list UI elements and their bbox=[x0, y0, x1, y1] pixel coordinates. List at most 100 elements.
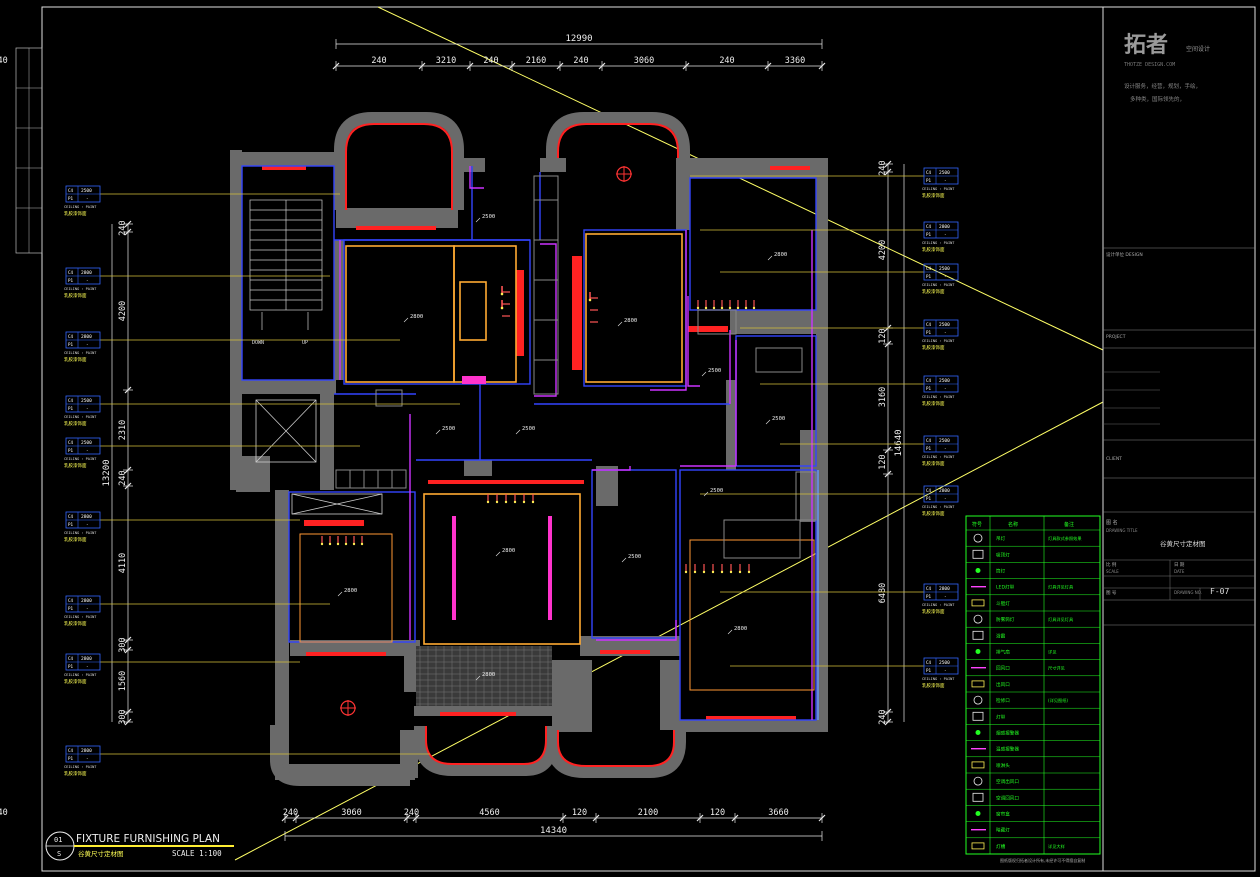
height-marker bbox=[495, 551, 501, 557]
tag-dash: - bbox=[944, 497, 947, 502]
tag-finish: 乳胶漆饰面 bbox=[922, 192, 945, 199]
legend-symbol-icon bbox=[971, 599, 985, 607]
spot-light-dot bbox=[352, 542, 356, 546]
tag-height: 2800 bbox=[939, 488, 950, 494]
room-height: 2500 bbox=[708, 368, 721, 374]
dim-value: 240 bbox=[878, 709, 888, 724]
tag-height: 2800 bbox=[939, 224, 950, 230]
tag-code: C4 bbox=[68, 270, 74, 275]
height-marker bbox=[621, 557, 627, 563]
dim-value: 1560 bbox=[118, 671, 128, 691]
tag-code: C4 bbox=[68, 334, 74, 339]
legend-header-symbol: 符号 bbox=[972, 521, 982, 528]
legend-name: LED灯带 bbox=[996, 584, 1015, 591]
dim-value: 3360 bbox=[785, 56, 805, 66]
dim-slash bbox=[124, 718, 132, 726]
elevator bbox=[255, 399, 383, 515]
dim-value: 2100 bbox=[638, 808, 658, 818]
legend-header-note: 备注 bbox=[1064, 521, 1074, 528]
dim-value: 120 bbox=[878, 328, 888, 343]
tag-code: C4 bbox=[68, 514, 74, 519]
height-marker bbox=[515, 429, 521, 435]
tag-dash: - bbox=[944, 331, 947, 336]
dimension-lines bbox=[111, 39, 905, 841]
spot-light-dot bbox=[344, 542, 348, 546]
room-height: 2500 bbox=[772, 416, 785, 422]
tag-dash: - bbox=[944, 595, 947, 600]
legend-symbol-icon bbox=[971, 680, 985, 688]
tag-height: 2800 bbox=[81, 334, 92, 340]
tag-code: P1 bbox=[926, 232, 932, 237]
dim-slash bbox=[818, 62, 826, 70]
dim-total: 14340 bbox=[540, 826, 567, 836]
tag-finish: 乳胶漆饰面 bbox=[922, 682, 945, 689]
legend-name: 出风口 bbox=[996, 681, 1010, 688]
dim-slash bbox=[292, 814, 300, 822]
spot-light-dot bbox=[747, 570, 751, 574]
tag-finish: 乳胶漆饰面 bbox=[922, 460, 945, 467]
legend-note: 灯具款式参照效果 bbox=[1048, 535, 1082, 542]
legend-name: 烟感报警器 bbox=[996, 730, 1019, 737]
tag-dash: - bbox=[86, 279, 89, 284]
dim-slash bbox=[124, 220, 132, 228]
tag-code: P1 bbox=[68, 522, 74, 527]
tag-height: 2500 bbox=[81, 398, 92, 404]
spot-light-dot bbox=[744, 306, 748, 310]
height-marker bbox=[337, 591, 343, 597]
tag-finish: 乳胶漆饰面 bbox=[922, 288, 945, 295]
legend-name: 斗胆灯 bbox=[996, 600, 1010, 607]
tag-ceiling: CEILING : PAINT bbox=[922, 395, 955, 399]
tag-ceiling: CEILING : PAINT bbox=[64, 673, 97, 677]
height-marker bbox=[703, 491, 709, 497]
tag-ceiling: CEILING : PAINT bbox=[922, 505, 955, 509]
height-marker bbox=[767, 255, 773, 261]
dim-slash bbox=[332, 62, 340, 70]
tag-dash: - bbox=[944, 387, 947, 392]
tag-dash: - bbox=[86, 757, 89, 762]
spot-light-dot bbox=[500, 292, 504, 296]
slogan-line-1: 设计服务，经营，规划，手绘， bbox=[1124, 82, 1201, 90]
tag-dash: - bbox=[86, 343, 89, 348]
dim-slash bbox=[731, 814, 739, 822]
dim-value: 300 bbox=[118, 637, 128, 652]
tag-ceiling: CEILING : PAINT bbox=[64, 531, 97, 535]
dim-total: 13200 bbox=[102, 459, 112, 486]
legend-symbol-icon bbox=[972, 549, 984, 559]
tag-code: P1 bbox=[68, 278, 74, 283]
tag-code: P1 bbox=[926, 446, 932, 451]
tag-ceiling: CEILING : PAINT bbox=[64, 457, 97, 461]
tag-code: C4 bbox=[926, 322, 932, 327]
dim-value: 240 bbox=[118, 470, 128, 485]
dim-slash bbox=[124, 708, 132, 716]
dim-slash bbox=[466, 62, 474, 70]
tag-finish: 乳胶漆饰面 bbox=[64, 536, 87, 543]
dim-slash bbox=[403, 814, 411, 822]
tag-dash: - bbox=[944, 447, 947, 452]
dim-slash bbox=[124, 636, 132, 644]
drawing-scale: SCALE 1:100 bbox=[172, 849, 222, 858]
dim-slash bbox=[764, 62, 772, 70]
legend-symbol-icon bbox=[973, 776, 983, 786]
tag-code: P1 bbox=[926, 496, 932, 501]
field-project: PROJECT bbox=[1106, 334, 1126, 340]
legend-name: 空调回风口 bbox=[996, 794, 1019, 801]
dim-value: 240 bbox=[573, 56, 588, 66]
spot-light-dot bbox=[704, 306, 708, 310]
legend-name: 温感报警器 bbox=[996, 746, 1019, 753]
legend-name: 窗帘盒 bbox=[996, 811, 1010, 818]
slogan-line-2: 多种类，国际领先的， bbox=[1130, 95, 1185, 103]
tag-code: C4 bbox=[68, 440, 74, 445]
tag-dash: - bbox=[86, 665, 89, 670]
spot-light-dot bbox=[500, 306, 504, 310]
spot-light-dot bbox=[752, 306, 756, 310]
legend-symbol-icon bbox=[971, 842, 985, 850]
spot-light-dot bbox=[720, 306, 724, 310]
tag-finish: 乳胶漆饰面 bbox=[64, 420, 87, 427]
